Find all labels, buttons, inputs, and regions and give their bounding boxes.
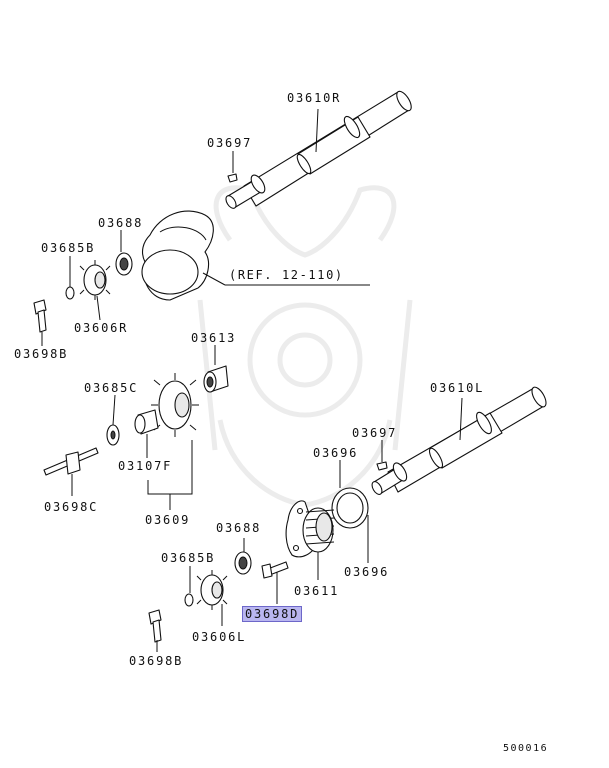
callout-03697-top[interactable]: 03697 [207,136,253,150]
bolt-03698d [261,561,289,579]
callout-03698b-bottom[interactable]: 03698B [129,654,184,668]
flange-03611 [285,500,335,558]
seal-03696 [331,487,369,529]
callout-03698d-highlighted[interactable]: 03698D [242,606,303,622]
callout-03698b-top[interactable]: 03698B [14,347,69,361]
housing-ref [141,210,214,301]
callout-03606l[interactable]: 03606L [192,630,247,644]
callout-03697-mid[interactable]: 03697 [352,426,398,440]
bushing-03613 [203,365,229,393]
bolt-03698b-bottom [148,609,162,643]
callout-03696-top[interactable]: 03696 [313,446,359,460]
clip-03697-top [227,173,238,183]
bolt-03698c [43,447,99,476]
callout-03609[interactable]: 03609 [145,513,191,527]
gear-03606l [196,570,228,610]
callout-03611[interactable]: 03611 [294,584,340,598]
reference-note[interactable]: (REF. 12-110) [229,268,344,282]
shaft-03610l [371,386,547,495]
clip-03697-mid [376,461,388,471]
callout-03688-bottom[interactable]: 03688 [216,521,262,535]
callout-03688-top[interactable]: 03688 [98,216,144,230]
gear-03606r [79,260,111,300]
gear-03609 [151,373,199,437]
callout-03685c[interactable]: 03685C [84,381,139,395]
watermark-emblem [197,185,413,508]
callout-03613[interactable]: 03613 [191,331,237,345]
washer-03685b-top [65,286,75,300]
callout-03606r[interactable]: 03606R [74,321,129,335]
shaft-03610r [225,90,412,209]
callout-03698c[interactable]: 03698C [44,500,99,514]
sleeve-03107f [134,409,159,435]
washer-03685b-bottom [184,593,194,607]
callout-03685b-top[interactable]: 03685B [41,241,96,255]
callout-03610l[interactable]: 03610L [430,381,485,395]
callout-03696-bottom[interactable]: 03696 [344,565,390,579]
bolt-03698b-top [33,299,47,333]
diagram-code: 500016 [503,743,549,754]
callout-03685b-bottom[interactable]: 03685B [161,551,216,565]
callout-03610r[interactable]: 03610R [287,91,342,105]
callout-03107f[interactable]: 03107F [118,459,173,473]
